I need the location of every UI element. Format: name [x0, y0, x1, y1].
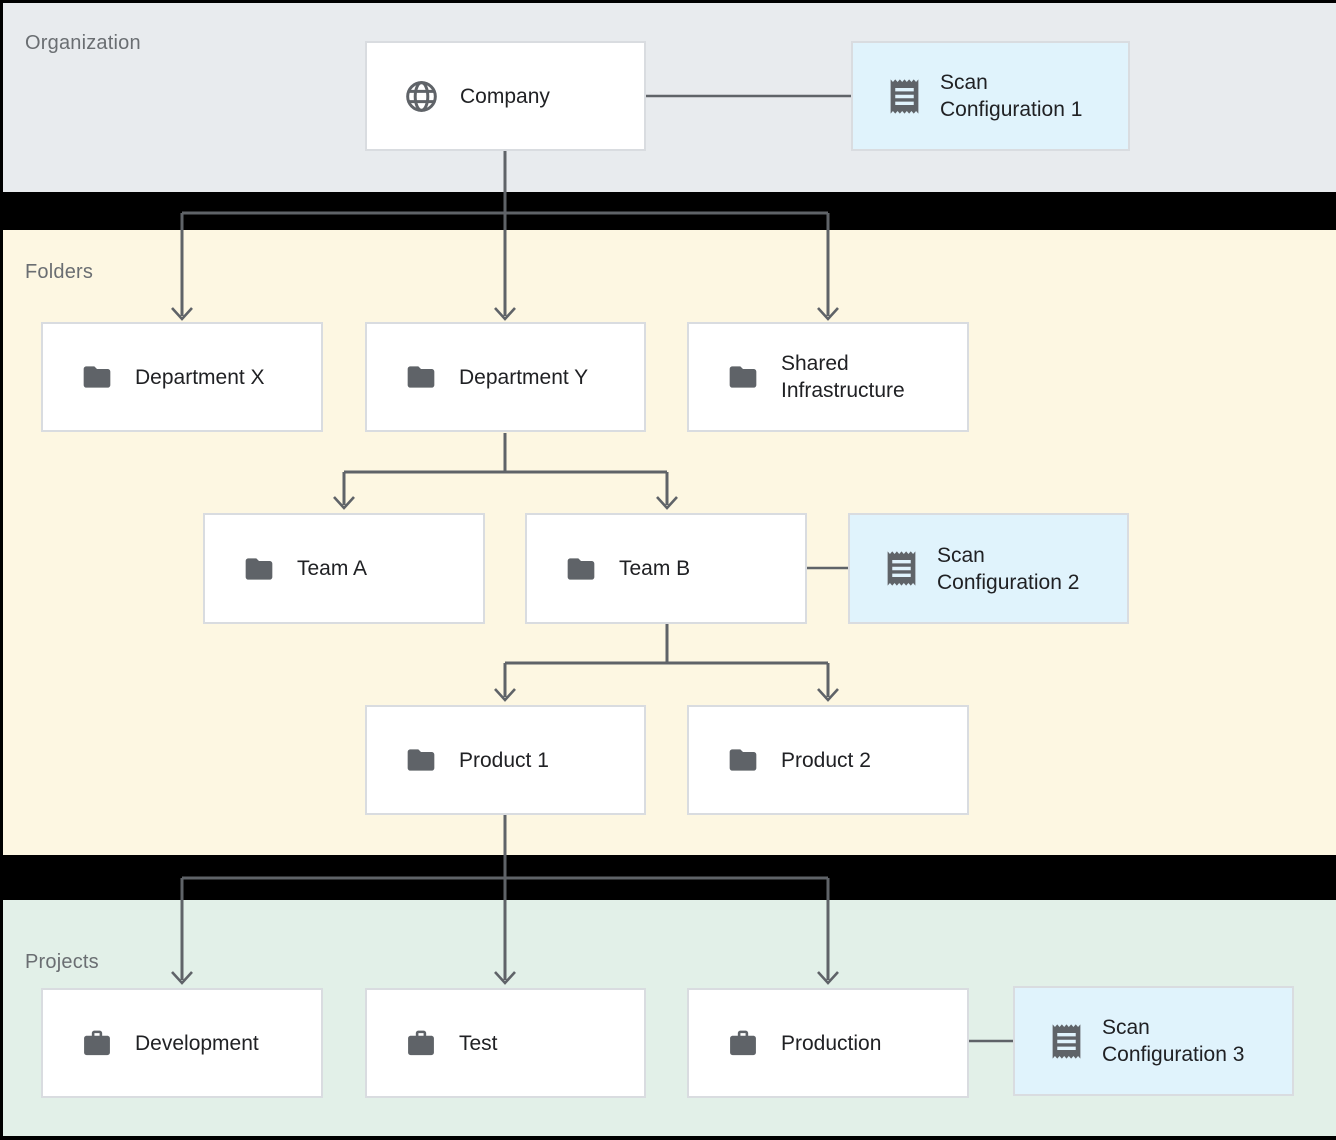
folder-icon [245, 557, 273, 580]
node-label: Team B [619, 557, 691, 580]
globe-icon [406, 80, 437, 112]
node-scan-configuration-1: Scan Configuration 1 [851, 41, 1130, 151]
node-label: Test [459, 1031, 498, 1055]
node-department-x: Department X [41, 322, 323, 432]
node-scan-configuration-3: Scan Configuration 3 [1013, 986, 1294, 1096]
section-folders-label: Folders [25, 261, 94, 283]
section-projects-label: Projects [25, 951, 99, 973]
receipt-icon [890, 78, 919, 114]
node-production: Production [687, 988, 969, 1098]
node-product-2: Product 2 [687, 705, 969, 815]
receipt-icon [887, 551, 916, 586]
section-organization: Organization [3, 3, 1336, 192]
section-organization-label: Organization [25, 32, 141, 54]
folder-icon [83, 366, 111, 388]
node-label: Shared Infrastructure [781, 352, 905, 402]
node-label: Department Y [459, 365, 589, 389]
node-team-b: Team B [525, 513, 807, 624]
folder-icon [567, 557, 595, 580]
node-label: Product 2 [781, 748, 871, 772]
node-label: Scan Configuration 2 [937, 543, 1080, 594]
briefcase-icon [408, 1030, 434, 1055]
folder-icon [729, 749, 757, 771]
node-label: Department X [135, 365, 265, 389]
node-label: Scan Configuration 1 [940, 71, 1083, 121]
node-label: Production [781, 1031, 882, 1055]
node-team-a: Team A [203, 513, 485, 624]
node-development: Development [41, 988, 323, 1098]
briefcase-icon [84, 1030, 110, 1055]
node-label: Team A [297, 557, 368, 580]
node-department-y: Department Y [365, 322, 646, 432]
node-product-1: Product 1 [365, 705, 646, 815]
receipt-icon [1052, 1023, 1081, 1059]
folder-icon [729, 366, 757, 388]
node-label: Development [135, 1031, 259, 1055]
node-test: Test [365, 988, 646, 1098]
node-scan-configuration-2: Scan Configuration 2 [848, 513, 1129, 624]
node-label: Scan Configuration 3 [1102, 1016, 1245, 1066]
node-shared-infrastructure: Shared Infrastructure [687, 322, 969, 432]
folder-icon [407, 749, 435, 771]
node-label: Product 1 [459, 748, 549, 772]
folder-icon [407, 366, 435, 388]
node-company: Company [365, 41, 646, 151]
node-label: Company [460, 84, 550, 108]
briefcase-icon [730, 1030, 756, 1055]
